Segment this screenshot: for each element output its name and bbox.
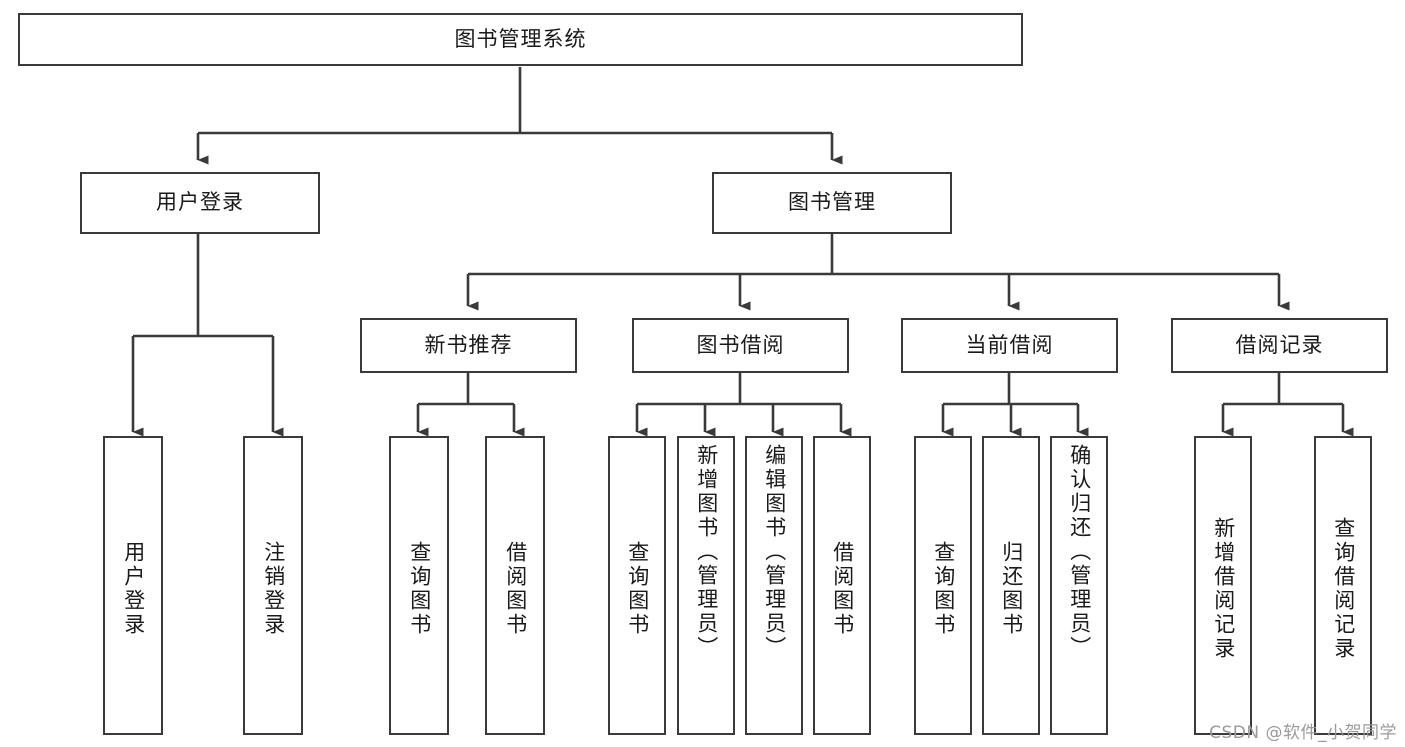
leaf-current-confirm-return-admin[interactable]: 确认归还（管理员） xyxy=(1050,436,1108,735)
leaf-new-book-borrow[interactable]: 借阅图书 xyxy=(485,436,545,735)
leaf-label: 新增图书（管理员） xyxy=(694,444,719,660)
node-borrow-record[interactable]: 借阅记录 xyxy=(1171,318,1388,373)
leaf-label: 编辑图书（管理员） xyxy=(762,444,787,660)
leaf-label: 新增借阅记录 xyxy=(1211,516,1236,661)
leaf-label: 查询图书 xyxy=(931,540,956,637)
leaf-label: 查询借阅记录 xyxy=(1331,516,1356,661)
leaf-label: 查询图书 xyxy=(407,540,432,637)
node-new-book-recommend-label: 新书推荐 xyxy=(424,332,513,357)
node-book-borrow-label: 图书借阅 xyxy=(696,332,785,357)
leaf-current-query-book[interactable]: 查询图书 xyxy=(914,436,972,735)
leaf-label: 注销登录 xyxy=(261,540,286,637)
node-current-borrow[interactable]: 当前借阅 xyxy=(901,318,1118,373)
node-root-label: 图书管理系统 xyxy=(454,26,587,51)
leaf-record-add-record[interactable]: 新增借阅记录 xyxy=(1194,436,1252,735)
leaf-new-book-query[interactable]: 查询图书 xyxy=(389,436,449,735)
node-book-management[interactable]: 图书管理 xyxy=(712,172,952,234)
node-user-login[interactable]: 用户登录 xyxy=(80,172,320,234)
node-new-book-recommend[interactable]: 新书推荐 xyxy=(360,318,577,373)
leaf-borrow-borrow-book[interactable]: 借阅图书 xyxy=(813,436,871,735)
leaf-label: 借阅图书 xyxy=(503,540,528,637)
node-user-login-label: 用户登录 xyxy=(156,190,244,215)
node-book-management-label: 图书管理 xyxy=(788,190,876,215)
leaf-record-query-record[interactable]: 查询借阅记录 xyxy=(1314,436,1372,735)
leaf-borrow-query-book[interactable]: 查询图书 xyxy=(608,436,666,735)
leaf-user-login-login[interactable]: 用户登录 xyxy=(103,436,163,735)
node-borrow-record-label: 借阅记录 xyxy=(1235,332,1324,357)
leaf-user-login-logout[interactable]: 注销登录 xyxy=(243,436,303,735)
watermark-text: CSDN @软件_小贺同学 xyxy=(1209,723,1397,743)
leaf-current-return-book[interactable]: 归还图书 xyxy=(982,436,1040,735)
leaf-label: 确认归还（管理员） xyxy=(1067,444,1092,660)
leaf-label: 查询图书 xyxy=(625,540,650,637)
leaf-borrow-add-book-admin[interactable]: 新增图书（管理员） xyxy=(677,436,735,735)
leaf-borrow-edit-book-admin[interactable]: 编辑图书（管理员） xyxy=(745,436,803,735)
leaf-label: 借阅图书 xyxy=(830,540,855,637)
node-root[interactable]: 图书管理系统 xyxy=(18,13,1023,66)
node-book-borrow[interactable]: 图书借阅 xyxy=(632,318,849,373)
leaf-label: 用户登录 xyxy=(121,540,146,637)
node-current-borrow-label: 当前借阅 xyxy=(965,332,1054,357)
leaf-label: 归还图书 xyxy=(999,540,1024,637)
